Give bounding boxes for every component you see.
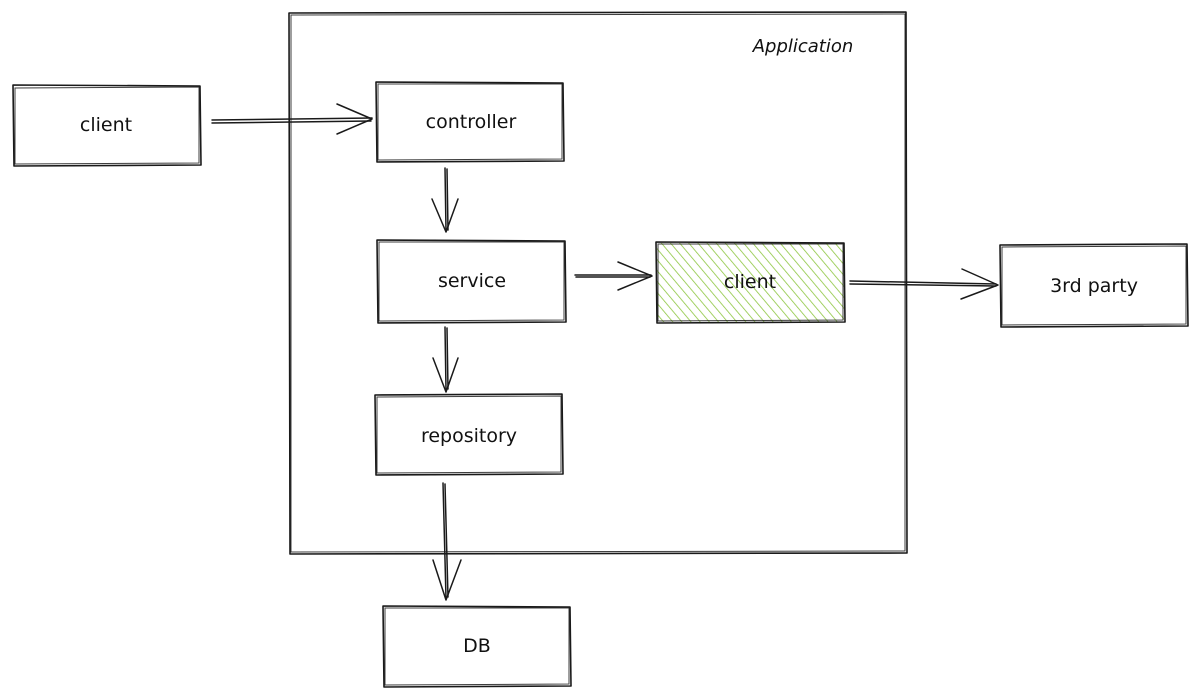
controller-node: controller [375,81,565,163]
client-external-label: client [80,114,132,136]
arrow-repository-to-db [432,482,462,601]
service-node: service [376,239,567,324]
client-internal-node: client [655,241,846,324]
arrow-client-to-controller [211,103,373,135]
arrow-service-to-client [574,261,653,291]
arrow-client-to-third-party [849,268,999,300]
third-party-node: 3rd party [999,243,1189,328]
repository-label: repository [421,425,517,447]
arrow-service-to-repository [432,326,459,393]
db-node: DB [382,605,572,688]
application-title: Application [752,36,854,57]
application-container: Application [288,11,908,555]
third-party-label: 3rd party [1050,275,1138,297]
db-label: DB [463,635,491,657]
arrow-controller-to-service [431,167,459,233]
service-label: service [438,270,506,292]
client-external-node: client [12,84,202,167]
controller-label: controller [426,111,517,133]
repository-node: repository [374,393,564,476]
client-internal-label: client [724,271,776,293]
